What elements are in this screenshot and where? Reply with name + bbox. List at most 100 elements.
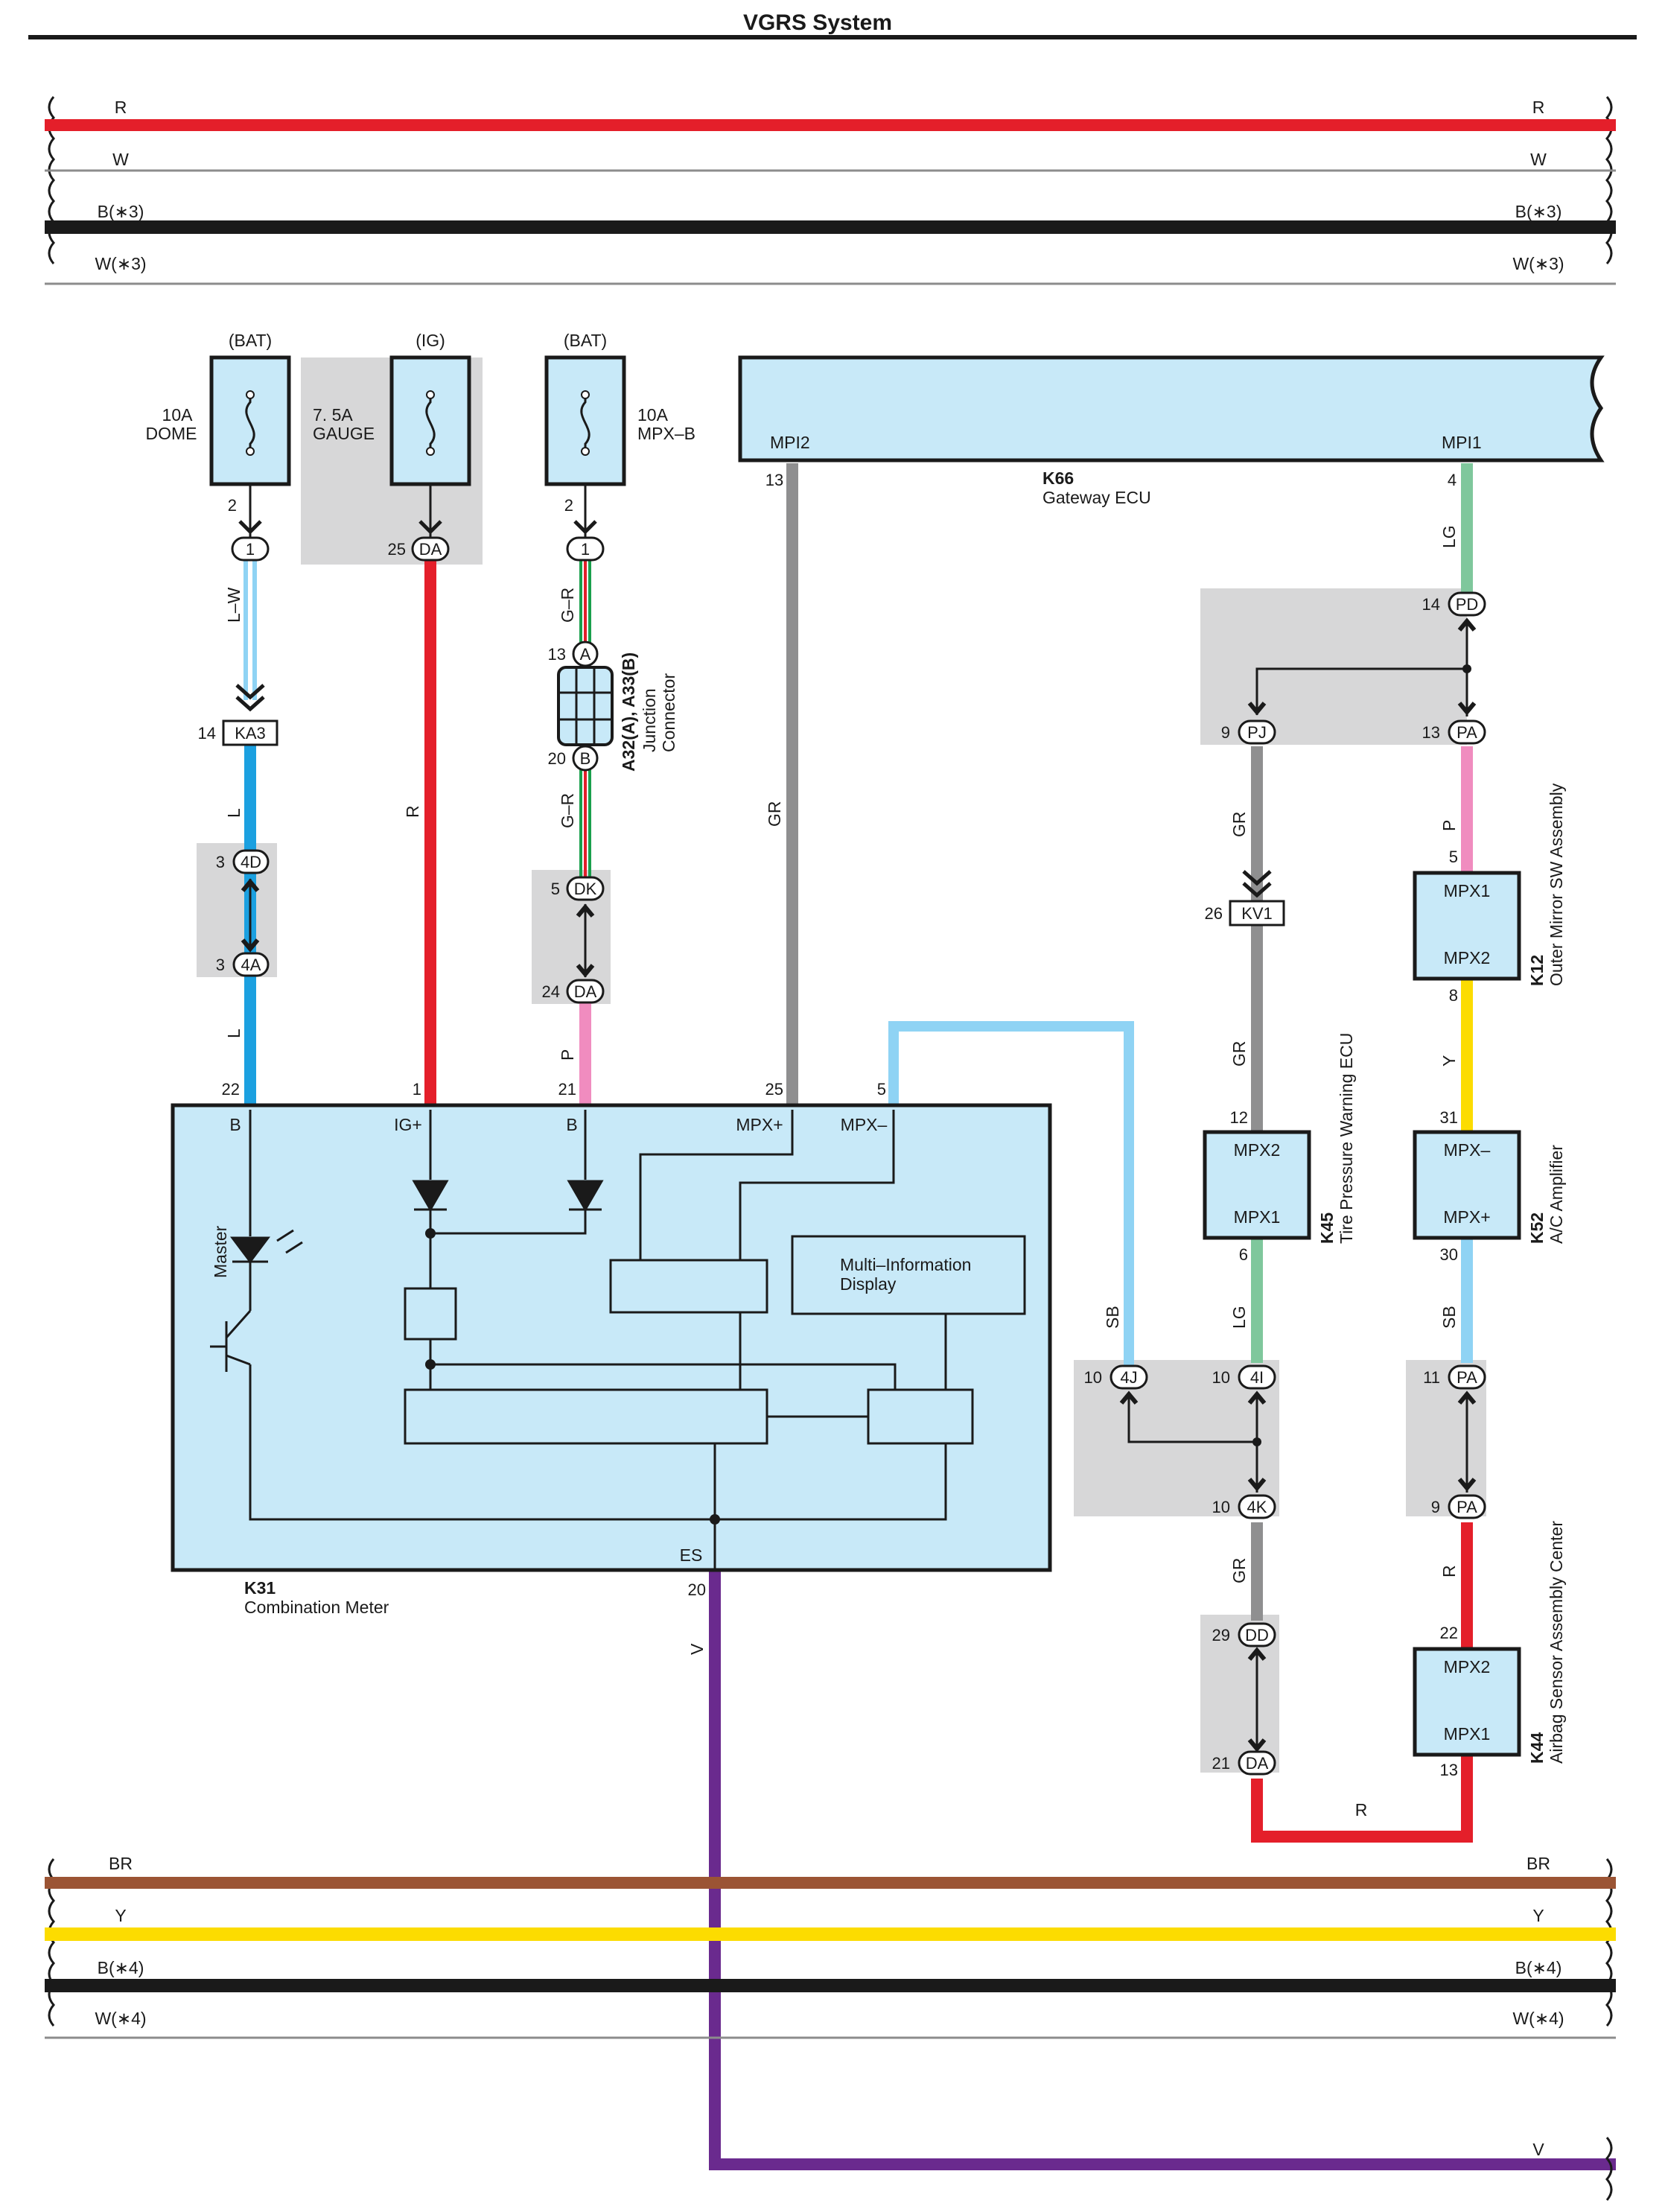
junction-code: A32(A), A33(B) [619, 652, 638, 772]
gateway-ecu: MPI2 MPI1 13 4 K66 Gateway ECU [738, 355, 1605, 507]
connector-label: PA [1457, 1498, 1477, 1516]
ecu-code: K52 [1527, 1213, 1547, 1244]
bus-label-right: BR [1526, 1854, 1550, 1873]
fuse-name: DOME [146, 424, 197, 443]
connector-label: PA [1457, 1368, 1477, 1387]
bus-label-left: W(∗3) [95, 254, 146, 273]
v-wire-label: V [1532, 2140, 1544, 2159]
bus-label-left: W(∗4) [95, 2009, 146, 2028]
wire-color-label: L [224, 1029, 243, 1038]
bottom-bus: BR BR Y Y B(∗4) B(∗4) W(∗4) W(∗4) V [45, 1854, 1616, 2201]
pin-number: 5 [551, 880, 560, 898]
gateway-name: Gateway ECU [1042, 488, 1151, 507]
fuse-rating: 7. 5A [313, 405, 353, 425]
connector-label: PA [1457, 723, 1477, 742]
pin-number: 2 [564, 496, 573, 515]
fuse-supply: (BAT) [229, 331, 272, 350]
pin-number: 12 [1230, 1108, 1248, 1127]
wire-color-label: GR [1229, 1558, 1249, 1584]
wire-color-label: LG [1229, 1306, 1249, 1329]
wire-color-label: Y [1439, 1055, 1459, 1067]
fuse-gauge: (IG) 7. 5A GAUGE DA 25 [313, 331, 471, 562]
ecu-terminal: MPX+ [1443, 1207, 1490, 1227]
wire-color-label: SB [1103, 1306, 1122, 1329]
pin-number: 10 [1084, 1368, 1102, 1387]
top-bus: R R W W B(∗3) B(∗3) W(∗3) W(∗3) [45, 96, 1616, 285]
pin-number: 24 [542, 982, 560, 1001]
right-connectors: LG PD 14 PJ 9 PA 13 GR P KV1 26 GR Y SB … [1084, 525, 1486, 1820]
ecu-terminal: MPX1 [1444, 1724, 1491, 1744]
outer-mirror-sw: 5 MPX1 MPX2 8 K12 Outer Mirror SW Assemb… [1413, 783, 1566, 1005]
connector-label: KV1 [1241, 904, 1273, 923]
pin-number: 30 [1440, 1245, 1458, 1264]
connector-pin: 1 [246, 540, 255, 559]
pin-number: 13 [548, 645, 566, 664]
bus-label-right: W [1530, 150, 1547, 169]
ecu-terminal: MPX2 [1444, 1657, 1491, 1677]
wire-color-label: GR [1229, 1041, 1249, 1067]
wire-color-label: P [558, 1049, 577, 1061]
ecu-code: K45 [1317, 1213, 1337, 1244]
ecu-name: Tire Pressure Warning ECU [1337, 1033, 1356, 1244]
gateway-terminal-left: MPI2 [770, 433, 810, 452]
pin-number: 9 [1221, 723, 1230, 742]
pin-number: 21 [1212, 1754, 1230, 1773]
connector-label: DA [574, 982, 597, 1001]
pin-number: 25 [388, 540, 406, 559]
junction-name: Connector [659, 673, 678, 752]
wire-color-label: R [1439, 1565, 1459, 1577]
meter-terminal: B [229, 1115, 241, 1134]
pin-number: 11 [1423, 1368, 1440, 1387]
bus-label-left: Y [115, 1906, 126, 1925]
pin-number: 2 [228, 496, 237, 515]
pin-number: 20 [548, 749, 566, 768]
pin-number: 9 [1431, 1498, 1440, 1516]
pin-number: 22 [222, 1080, 240, 1099]
pin-number: 3 [216, 853, 225, 871]
page-title: VGRS System [743, 10, 892, 35]
ecu-terminal: MPX– [1444, 1140, 1491, 1160]
fuse-supply: (IG) [416, 331, 445, 350]
pin-number: 10 [1212, 1368, 1230, 1387]
connector-label: 4J [1120, 1368, 1137, 1387]
bus-label-right: B(∗3) [1515, 202, 1562, 221]
ecu-terminal: MPX2 [1234, 1140, 1281, 1160]
connector-label: KA3 [235, 724, 266, 743]
wire-color-label: R [1355, 1800, 1368, 1820]
meter-es-terminal: ES [680, 1545, 703, 1565]
wire-color-label: SB [1439, 1306, 1459, 1329]
fuse-rating: 10A [637, 405, 669, 425]
pin-number: 25 [765, 1080, 783, 1099]
pin-number: 22 [1440, 1624, 1458, 1642]
bus-label-left: W [112, 150, 129, 169]
gateway-terminal-right: MPI1 [1442, 433, 1482, 452]
pin-number: 13 [1422, 723, 1440, 742]
meter-terminal: IG+ [394, 1115, 422, 1134]
ac-amplifier: 31 MPX– MPX+ 30 K52 A/C Amplifier [1413, 1108, 1566, 1264]
fuse-dome: (BAT) 10A DOME 2 1 [146, 331, 291, 562]
pin-number: 26 [1205, 904, 1223, 923]
meter-terminal: MPX– [841, 1115, 888, 1134]
connector-label: DD [1245, 1626, 1269, 1644]
connector-label: PD [1456, 595, 1479, 614]
fuse-name: GAUGE [313, 424, 375, 443]
connector-label: DA [1246, 1754, 1269, 1773]
wire-color-label: R [403, 805, 422, 818]
meter-terminal: B [566, 1115, 577, 1134]
connector-label: 4A [241, 956, 261, 974]
connector-label: 4K [1247, 1498, 1267, 1516]
mid-label: Display [840, 1274, 897, 1294]
pin-number: 5 [1449, 848, 1458, 866]
pin-number: 8 [1449, 986, 1458, 1005]
master-label: Master [211, 1225, 230, 1278]
wire-color-label: P [1439, 820, 1459, 831]
bus-label-left: BR [109, 1854, 133, 1873]
pin-number: 14 [1422, 595, 1440, 614]
bus-label-left: R [115, 98, 127, 117]
tire-pressure-ecu: 12 MPX2 MPX1 6 K45 Tire Pressure Warning… [1203, 1033, 1356, 1264]
pin-number: 31 [1440, 1108, 1458, 1127]
bus-label-right: Y [1532, 1906, 1544, 1925]
wire-color-label: GR [1229, 812, 1249, 838]
left-connectors: L–W KA3 14 L 4D 3 4A 3 L R G–R G–R DK 5 … [198, 587, 784, 1655]
